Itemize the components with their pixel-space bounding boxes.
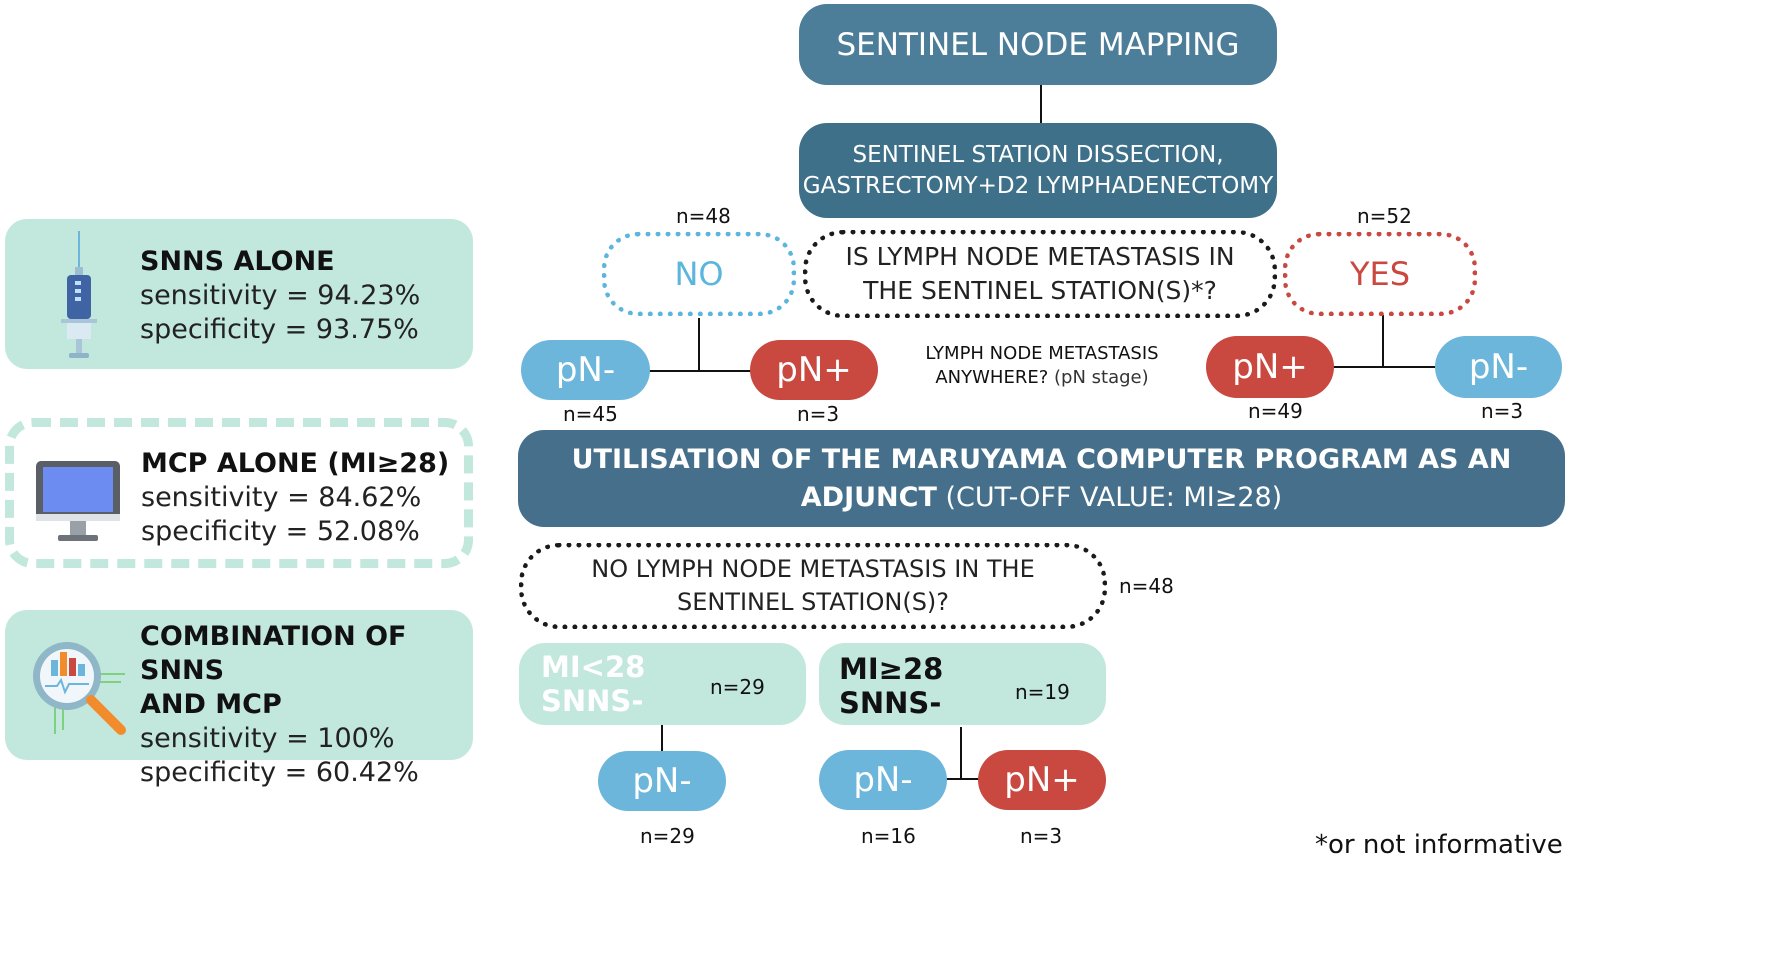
anywhere-suffix: (pN stage) <box>1054 367 1149 388</box>
no-decision-box: NO <box>602 232 796 316</box>
mi-above-28-line-1: MI≥28 <box>839 652 944 686</box>
combination-sensitivity: sensitivity = 100% <box>140 723 395 754</box>
mi-below-28-line-1: MI<28 <box>541 650 646 684</box>
mcp-alone-title: MCP ALONE (MI≥28) <box>141 448 450 479</box>
magnifier-chart-icon <box>33 642 126 735</box>
mi-below-pn-negative-label: pN- <box>632 761 692 801</box>
anywhere-line-1: LYMPH NODE METASTASIS <box>925 343 1159 364</box>
mi-below-28-box: MI<28 SNNS- n=29 <box>519 643 806 725</box>
mi-below-28-n: n=29 <box>710 675 765 699</box>
mcp-alone-specificity: specificity = 52.08% <box>141 516 420 547</box>
mi-above-28-n: n=19 <box>1015 680 1070 704</box>
metastasis-question-box: IS LYMPH NODE METASTASIS IN THE SENTINEL… <box>803 230 1277 318</box>
mi-above-28-box: MI≥28 SNNS- n=19 <box>819 643 1106 725</box>
mi-above-pn-positive-pill: pN+ <box>978 750 1106 810</box>
no-metastasis-line-1: NO LYMPH NODE METASTASIS IN THE <box>591 555 1035 583</box>
combination-specificity: specificity = 60.42% <box>140 757 419 788</box>
mi-above-pn-negative-label: pN- <box>853 760 913 800</box>
mi-above-pn-positive-n: n=3 <box>1020 824 1063 848</box>
left-pn-negative-label: pN- <box>555 350 616 390</box>
right-pn-negative-n: n=3 <box>1481 399 1524 423</box>
snns-alone-specificity: specificity = 93.75% <box>140 314 419 345</box>
right-pn-negative-label: pN- <box>1468 347 1529 387</box>
no-metastasis-n: n=48 <box>1119 574 1174 598</box>
dissection-line-2: GASTRECTOMY+D2 LYMPHADENECTOMY <box>802 172 1274 199</box>
snns-alone-sensitivity: sensitivity = 94.23% <box>140 280 421 311</box>
maruyama-program-banner: UTILISATION OF THE MARUYAMA COMPUTER PRO… <box>518 430 1565 527</box>
mi-above-pn-negative-pill: pN- <box>819 750 947 810</box>
syringe-icon <box>61 231 97 358</box>
connector-line <box>960 727 962 779</box>
mi-above-28-line-2: SNNS- <box>839 686 942 720</box>
maruyama-adjunct: ADJUNCT <box>800 481 937 513</box>
connector-line <box>945 778 979 780</box>
connector-line <box>1333 366 1437 368</box>
no-metastasis-question-box: NO LYMPH NODE METASTASIS IN THE SENTINEL… <box>519 543 1107 629</box>
maruyama-line-1: UTILISATION OF THE MARUYAMA COMPUTER PRO… <box>571 443 1512 475</box>
mi-below-28-line-2: SNNS- <box>541 684 644 718</box>
mi-above-pn-negative-n: n=16 <box>861 824 916 848</box>
connector-line <box>1040 85 1042 123</box>
connector-line <box>648 370 752 372</box>
sentinel-node-mapping-box: SENTINEL NODE MAPPING <box>799 4 1277 85</box>
snns-alone-title: SNNS ALONE <box>140 246 335 277</box>
right-pn-positive-pill: pN+ <box>1206 336 1334 398</box>
mcp-alone-panel: MCP ALONE (MI≥28) sensitivity = 84.62% s… <box>5 418 473 568</box>
mcp-alone-sensitivity: sensitivity = 84.62% <box>141 482 422 513</box>
yes-decision-box: YES <box>1283 232 1477 316</box>
anywhere-line-2: ANYWHERE? <box>935 367 1049 388</box>
footnote: *or not informative <box>1315 830 1563 860</box>
connector-line <box>698 318 700 370</box>
mi-below-pn-negative-n: n=29 <box>640 824 695 848</box>
maruyama-cutoff: (CUT-OFF VALUE: MI≥28) <box>945 481 1283 513</box>
left-pn-negative-n: n=45 <box>563 402 618 426</box>
snns-alone-panel: SNNS ALONE sensitivity = 94.23% specific… <box>5 219 473 369</box>
left-pn-negative-pill: pN- <box>521 340 650 400</box>
question-line-2: THE SENTINEL STATION(S)*? <box>863 276 1217 305</box>
anywhere-question: LYMPH NODE METASTASIS ANYWHERE? (pN stag… <box>905 342 1179 390</box>
monitor-icon <box>36 461 120 541</box>
combination-title-1: COMBINATION OF SNNS <box>140 621 407 686</box>
left-pn-positive-label: pN+ <box>776 350 852 390</box>
left-pn-positive-pill: pN+ <box>750 340 878 400</box>
right-pn-negative-pill: pN- <box>1435 336 1562 398</box>
n-yes-label: n=52 <box>1357 204 1412 228</box>
right-pn-positive-label: pN+ <box>1232 347 1308 387</box>
no-metastasis-line-2: SENTINEL STATION(S)? <box>676 588 950 616</box>
sentinel-node-mapping-label: SENTINEL NODE MAPPING <box>836 26 1240 63</box>
connector-line <box>1382 315 1384 367</box>
no-label: NO <box>674 255 724 293</box>
dissection-line-1: SENTINEL STATION DISSECTION, <box>852 141 1224 168</box>
combination-panel: COMBINATION OF SNNS AND MCP sensitivity … <box>5 610 473 788</box>
yes-label: YES <box>1349 255 1411 293</box>
n-no-label: n=48 <box>676 204 731 228</box>
combination-title-2: AND MCP <box>140 689 282 720</box>
mi-above-pn-positive-label: pN+ <box>1004 760 1080 800</box>
dissection-box: SENTINEL STATION DISSECTION, GASTRECTOMY… <box>799 123 1277 218</box>
connector-line <box>661 725 663 751</box>
question-line-1: IS LYMPH NODE METASTASIS IN <box>845 242 1235 271</box>
left-pn-positive-n: n=3 <box>797 402 840 426</box>
mi-below-pn-negative-pill: pN- <box>598 751 726 811</box>
right-pn-positive-n: n=49 <box>1248 399 1303 423</box>
